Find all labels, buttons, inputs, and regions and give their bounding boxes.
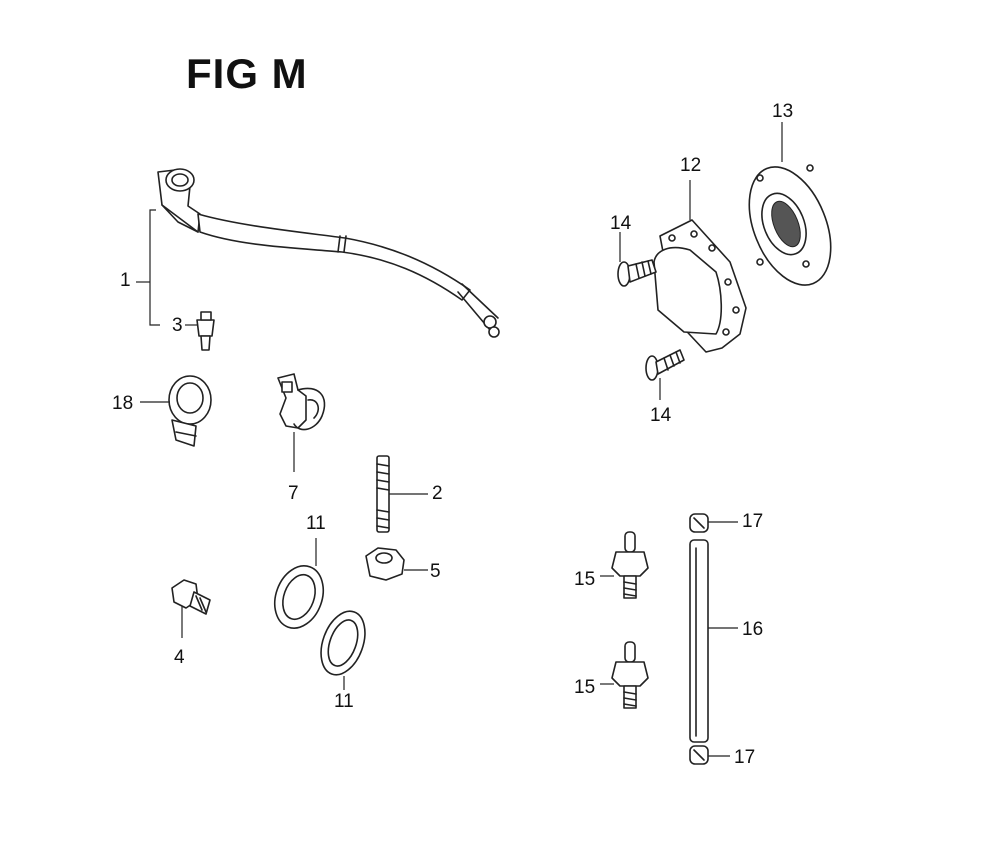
callout-4: 4 (174, 647, 185, 668)
part-11-gasket-lower (320, 610, 366, 690)
callout-11-upper: 11 (306, 513, 326, 534)
part-11-gasket-upper (273, 538, 325, 629)
part-5-nut (365, 547, 428, 581)
part-3-screw (185, 311, 215, 351)
figure-title: FIG M (186, 50, 308, 97)
part-1-wire-harness (136, 168, 500, 338)
callout-14-upper: 14 (610, 213, 632, 234)
callout-1: 1 (120, 270, 131, 291)
part-2-stud-bolt (376, 455, 428, 533)
callout-15-upper: 15 (574, 569, 596, 590)
callout-12: 12 (680, 155, 702, 176)
callout-15-lower: 15 (574, 677, 596, 698)
part-18-hose-clamp (140, 375, 212, 447)
callout-17-lower: 17 (734, 747, 756, 768)
part-17-clamp-lower (689, 745, 730, 765)
part-15-fitting-lower (600, 641, 649, 709)
part-7-wire-clip (277, 373, 326, 472)
part-12-cover (653, 180, 747, 353)
part-15-fitting-upper (600, 531, 649, 599)
callout-3: 3 (172, 315, 183, 336)
part-14-screw-upper (617, 232, 657, 287)
callout-11-lower: 11 (334, 691, 354, 712)
callout-17-upper: 17 (742, 511, 764, 532)
callout-5: 5 (430, 561, 441, 582)
callout-7: 7 (288, 483, 299, 504)
part-4-bolt (171, 579, 211, 638)
callout-16: 16 (742, 619, 764, 640)
part-14-screw-lower (645, 349, 685, 400)
callout-13: 13 (772, 101, 794, 122)
callout-2: 2 (432, 483, 443, 504)
part-17-clamp-upper (689, 513, 738, 533)
callout-14-lower: 14 (650, 405, 672, 426)
part-16-tube (689, 539, 738, 743)
part-13-flange (748, 122, 832, 286)
callout-18: 18 (112, 393, 134, 414)
